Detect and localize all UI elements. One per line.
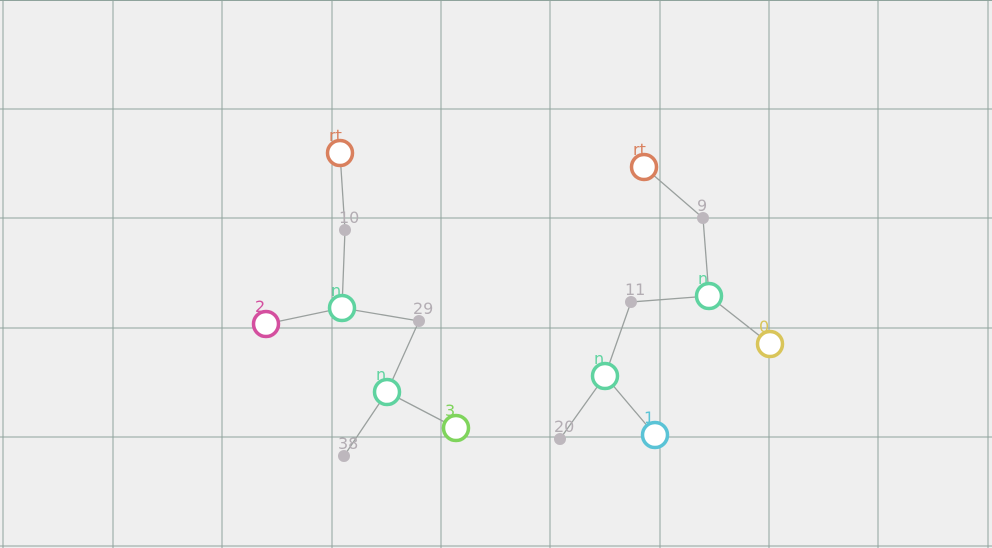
node-layer: rt n n 2 3 rt n n 0 1: [251, 126, 785, 450]
root-node: [629, 152, 659, 182]
node-label: n: [376, 365, 386, 384]
leaf-node: [640, 420, 670, 450]
internal-node: [694, 281, 724, 311]
junction-label: 29: [413, 299, 433, 318]
node-label: 1: [644, 408, 654, 427]
junction-label: 38: [338, 434, 358, 453]
node-label: 2: [255, 297, 265, 316]
internal-node: [372, 377, 402, 407]
internal-node: [590, 361, 620, 391]
leaf-node: [441, 413, 471, 443]
internal-node: [327, 293, 357, 323]
junction-dot: [338, 450, 350, 462]
junction-label: 11: [625, 280, 645, 299]
node-label: rt: [329, 126, 342, 145]
node-label: 0: [759, 317, 769, 336]
junction-label: 20: [554, 417, 574, 436]
junction-dot: [339, 224, 351, 236]
junction-dot: [413, 315, 425, 327]
node-label: 3: [445, 401, 455, 420]
junction-dot: [625, 296, 637, 308]
node-label: rt: [633, 140, 646, 159]
leaf-node: [251, 309, 281, 339]
node-label: n: [594, 349, 604, 368]
junction-dot: [554, 433, 566, 445]
junction-dot: [697, 212, 709, 224]
junction-label: 9: [697, 196, 707, 215]
node-label: n: [698, 269, 708, 288]
leaf-node: [755, 329, 785, 359]
root-node: [325, 138, 355, 168]
junction-label: 10: [339, 208, 359, 227]
junction-layer: 10 29 38 9 11 20: [338, 196, 709, 462]
node-label: n: [331, 281, 341, 300]
